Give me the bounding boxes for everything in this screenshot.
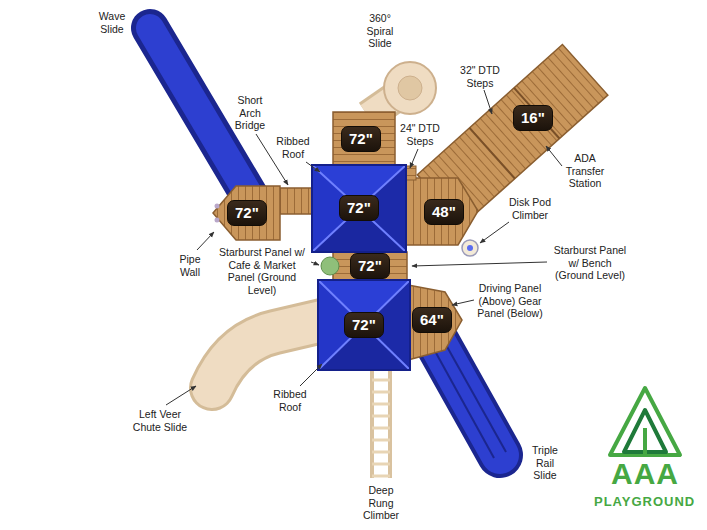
climber-rungs <box>372 380 390 476</box>
part-label: Ribbed Roof <box>270 388 310 413</box>
roof-edge <box>318 280 410 370</box>
height-tag: 48" <box>424 199 464 225</box>
part-label: Pipe Wall <box>174 253 206 278</box>
height-value: 16" <box>521 109 545 127</box>
roof-ribs <box>318 280 410 370</box>
part-label: Driving Panel (Above) Gear Panel (Below) <box>477 282 543 320</box>
height-value: 72" <box>235 204 259 222</box>
height-value: 48" <box>432 203 456 221</box>
part-label: 360° Spiral Slide <box>361 12 399 50</box>
height-tag: 72" <box>341 126 381 152</box>
part-label: Starburst Panel w/ Cafe & Market Panel (… <box>216 246 308 296</box>
part-label: Ribbed Roof <box>273 135 313 160</box>
wave-slide <box>150 28 252 200</box>
deck <box>213 186 280 240</box>
height-tag: 72" <box>350 253 390 279</box>
spiral-slide-core <box>398 76 422 100</box>
ada-transfer-station <box>417 44 608 225</box>
spiral-slide <box>384 62 436 114</box>
part-label: 32" DTD Steps <box>455 64 505 89</box>
height-tag: 72" <box>344 312 384 338</box>
part-label: Triple Rail Slide <box>526 444 564 482</box>
height-value: 64" <box>420 311 444 329</box>
part-label: Left Veer Chute Slide <box>131 408 189 433</box>
pipe-wall-post <box>215 204 220 209</box>
height-value: 72" <box>349 130 373 148</box>
logo-text: PLAYGROUND <box>594 494 695 509</box>
arch-bridge <box>278 188 314 214</box>
height-value: 72" <box>352 316 376 334</box>
deck <box>404 178 478 245</box>
part-label: ADA Transfer Station <box>560 152 610 190</box>
roof-edge <box>312 165 406 252</box>
pipe-wall-post <box>215 218 220 223</box>
logo-tree <box>610 388 680 455</box>
part-label: Disk Pod Climber <box>509 196 551 221</box>
deck <box>333 252 407 280</box>
climber-rail <box>370 368 374 478</box>
roof-ribs <box>312 165 406 252</box>
height-tag: 72" <box>227 200 267 226</box>
starburst-panel <box>321 257 339 275</box>
climber-rail <box>388 368 392 478</box>
height-tag: 16" <box>513 105 553 131</box>
deck <box>408 285 462 360</box>
disk-pod-climber <box>462 240 478 256</box>
chute-slide-edge <box>212 318 335 388</box>
logo-text: AAA <box>611 458 679 490</box>
part-label: Wave Slide <box>95 10 129 35</box>
part-label: Deep Rung Climber <box>360 484 402 522</box>
part-label: Starburst Panel w/ Bench (Ground Level) <box>549 244 631 282</box>
height-tag: 64" <box>412 307 452 333</box>
chute-slide <box>212 318 335 388</box>
wave-slide-bed <box>150 28 252 200</box>
leader-lines <box>166 90 562 405</box>
height-value: 72" <box>358 257 382 275</box>
part-label: 24" DTD Steps <box>396 122 444 147</box>
logo-trunk <box>643 428 647 455</box>
part-label: Short Arch Bridge <box>230 94 270 132</box>
disk-pod-center <box>467 245 473 251</box>
deck <box>333 112 395 165</box>
height-tag: 72" <box>339 195 379 221</box>
height-value: 72" <box>347 199 371 217</box>
step-edge <box>469 128 514 179</box>
